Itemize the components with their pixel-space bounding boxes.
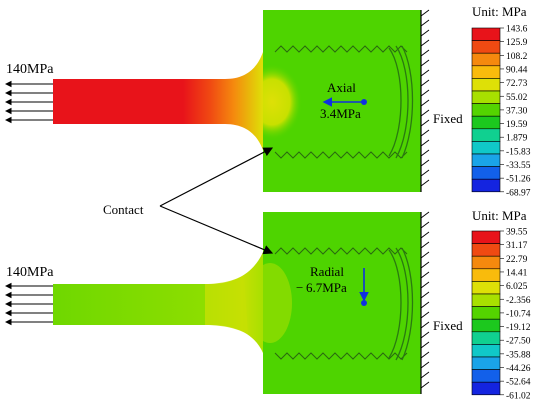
top-legend-swatch: [471, 128, 501, 142]
contact-leader-up: [159, 147, 274, 207]
radial-point: [361, 300, 367, 306]
bottom-legend-swatch: [471, 281, 501, 295]
bottom-fixed-label: Fixed: [433, 318, 463, 333]
axial-value: 3.4MPa: [320, 106, 361, 121]
top-legend-tick-label: -51.26: [506, 175, 531, 185]
bottom-legend-swatch: [471, 369, 501, 383]
top-legend-title: Unit: MPa: [472, 4, 527, 19]
axial-point: [361, 99, 367, 105]
bottom-legend-tick-label: -52.64: [506, 378, 531, 388]
contact-leader-down: [159, 205, 274, 255]
contact-callout: Contact: [103, 147, 274, 255]
top-legend-tick-label: 108.2: [506, 52, 528, 62]
bottom-legend-tick-label: 31.17: [506, 241, 528, 251]
top-legend-tick-label: 72.73: [506, 79, 528, 89]
top-legend-swatch: [471, 166, 501, 180]
bottom-legend-tick-label: -19.12: [506, 323, 531, 333]
top-rod: [53, 52, 263, 150]
bottom-legend: 39.55 31.17 22.79 14.41 6.025 -2.356 -10.74 -19…: [471, 228, 531, 401]
top-legend-tick-label: 55.02: [506, 93, 528, 103]
bottom-legend-tick-label: -27.50: [506, 337, 531, 347]
top-legend-swatch: [471, 52, 501, 67]
top-thread-lower: [274, 151, 408, 159]
top-plug-ridges: [388, 45, 414, 159]
bottom-legend-swatch: [471, 230, 501, 244]
top-legend-tick-label: -33.55: [506, 161, 531, 171]
top-legend-swatch: [471, 141, 501, 155]
bottom-legend-swatch: [471, 381, 501, 396]
bottom-legend-swatch: [471, 318, 501, 333]
top-legend-swatch: [471, 27, 501, 41]
top-legend-tick-label: -68.97: [506, 188, 531, 198]
bottom-legend-swatch: [471, 255, 501, 270]
bottom-legend-swatch: [471, 356, 501, 370]
bottom-legend-tick-label: -61.02: [506, 391, 531, 401]
radial-value: 6.7MPa: [306, 280, 347, 295]
bottom-legend-swatch: [471, 344, 501, 358]
bottom-legend-swatch: [471, 243, 501, 257]
bottom-rod-yellow-band: [205, 275, 248, 334]
bottom-legend-tick-label: -44.26: [506, 364, 531, 374]
bottom-legend-tick-label: -2.356: [506, 296, 531, 306]
bottom-load-arrows: [4, 282, 53, 326]
bottom-plug-ridges: [388, 247, 414, 361]
bottom-legend-tick-label: 22.79: [506, 255, 528, 265]
top-load-label: 140MPa: [6, 62, 54, 77]
top-legend-swatch: [471, 78, 501, 92]
bottom-legend-tick-label: 39.55: [506, 228, 528, 238]
bottom-legend-tick-label: -10.74: [506, 309, 531, 319]
top-thread-upper: [274, 45, 408, 53]
top-legend-tick-label: -15.83: [506, 147, 531, 157]
top-fixed-label: Fixed: [433, 111, 463, 126]
contact-label: Contact: [103, 202, 144, 217]
top-legend-swatch: [471, 65, 501, 79]
radial-title: Radial: [310, 264, 344, 279]
bottom-legend-swatch: [471, 306, 501, 320]
bottom-legend-swatch: [471, 293, 501, 307]
bottom-legend-tick-label: -35.88: [506, 350, 531, 360]
top-load-arrows: [4, 80, 53, 124]
top-legend-tick-label: 37.30: [506, 106, 528, 116]
top-panel: Fixed 140MPa Axial 3.4MPa Unit: MPa 143.…: [4, 4, 531, 198]
bottom-panel: Fixed 140MPa Radial − 6.7MPa Unit: MPa 3…: [4, 208, 531, 401]
top-legend-tick-label: 125.9: [506, 38, 528, 48]
bottom-legend-tick-label: 14.41: [506, 268, 528, 278]
top-legend-tick-label: 19.59: [506, 120, 528, 130]
top-legend-swatch: [471, 40, 501, 54]
top-legend-swatch: [471, 153, 501, 167]
top-legend-tick-label: 143.6: [506, 25, 528, 35]
bottom-rod: [53, 252, 263, 353]
top-fixed-hatch: [420, 9, 430, 187]
top-legend-swatch: [471, 90, 501, 104]
top-legend-tick-label: 1.879: [506, 134, 528, 144]
bottom-legend-title: Unit: MPa: [472, 208, 527, 223]
bottom-legend-tick-label: 6.025: [506, 282, 528, 292]
top-legend: 143.6 125.9 108.2 90.44 72.73 55.02 37.30 19.59…: [471, 25, 531, 198]
bottom-fixed-hatch: [420, 211, 430, 389]
bottom-legend-swatch: [471, 268, 501, 282]
bottom-thread-lower: [274, 352, 408, 360]
axial-title: Axial: [327, 80, 356, 95]
bottom-load-label: 140MPa: [6, 265, 54, 280]
top-legend-tick-label: 90.44: [506, 65, 528, 75]
radial-sign: −: [296, 280, 303, 295]
bottom-legend-swatch: [471, 331, 501, 345]
top-legend-swatch: [471, 103, 501, 117]
top-legend-swatch: [471, 115, 501, 130]
bottom-thread-upper: [274, 247, 408, 255]
top-legend-swatch: [471, 178, 501, 193]
